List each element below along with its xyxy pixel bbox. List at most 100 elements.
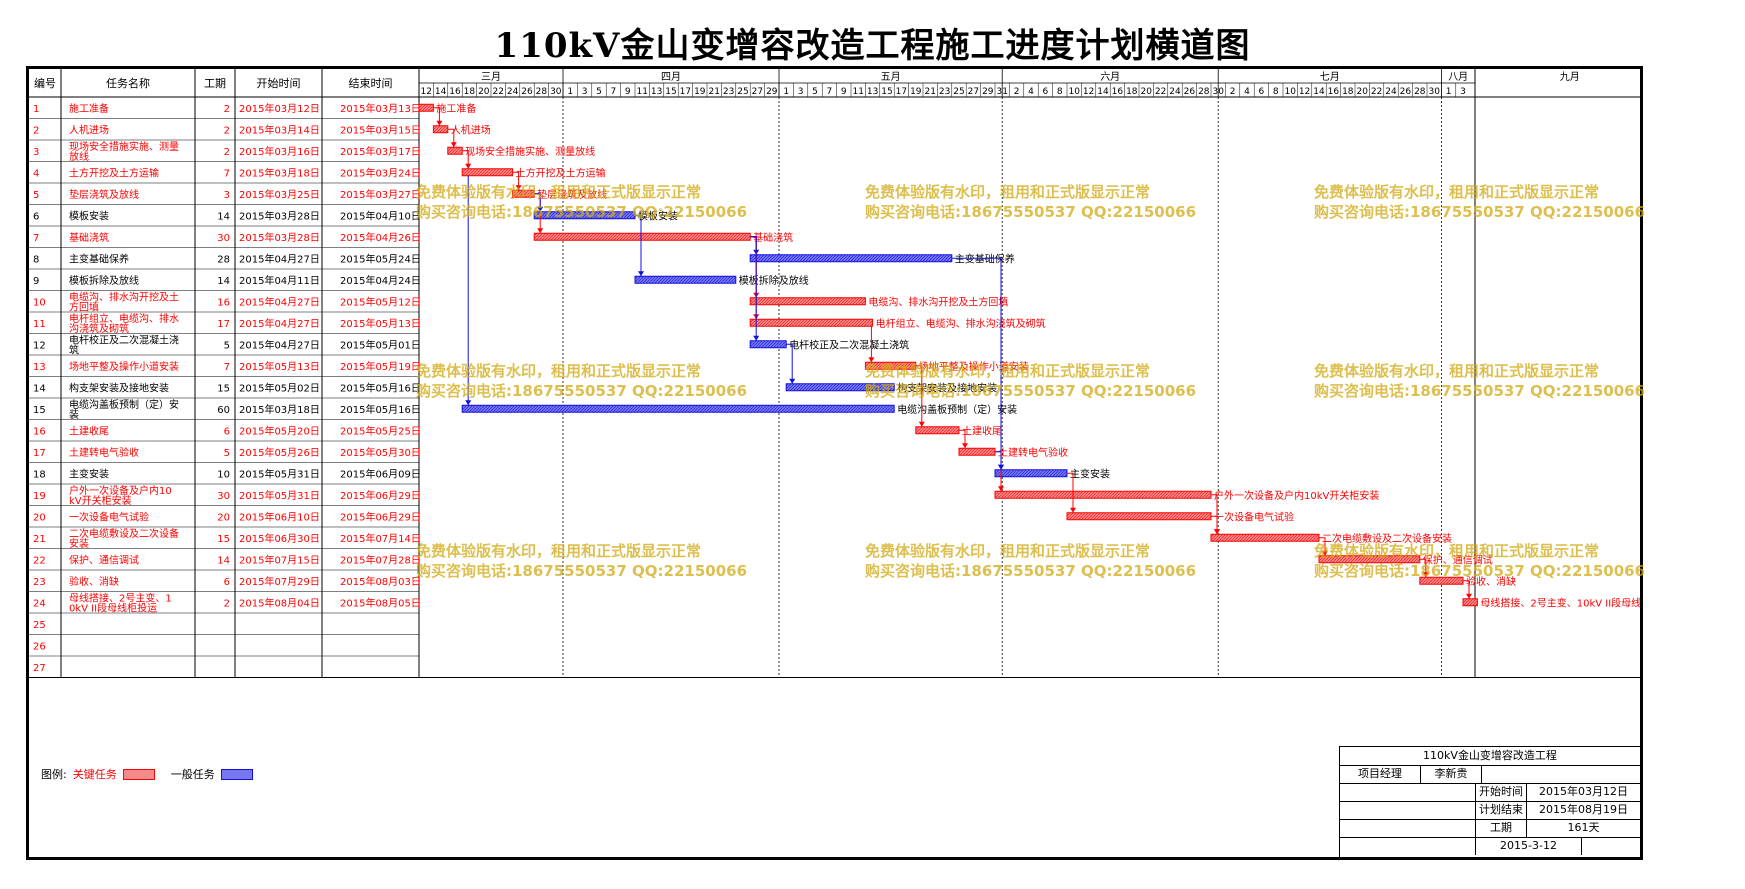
- task-name: 模板拆除及放线: [69, 274, 139, 287]
- task-bar-label: 模板安装: [638, 209, 678, 222]
- day-label: 2: [1230, 87, 1236, 97]
- task-name: 模板安装: [69, 209, 109, 222]
- task-name: 场地平整及操作小道安装: [69, 360, 179, 373]
- info-row-date: 2015-3-12: [1340, 837, 1640, 855]
- dependency-arrow: [537, 228, 544, 234]
- task-bar-label: 二次电缆敷设及二次设备安装: [1322, 532, 1452, 545]
- day-label: 1: [783, 87, 789, 97]
- info-row-duration: 工期 161天: [1340, 819, 1640, 838]
- task-bar-label: 土方开挖及土方运输: [516, 166, 606, 179]
- task-id: 19: [33, 491, 46, 502]
- table-header-name: 任务名称: [106, 76, 150, 90]
- day-label: 5: [812, 87, 818, 97]
- day-label: 26: [1184, 87, 1196, 97]
- task-start: 2015年03月12日: [239, 102, 320, 115]
- task-duration: 5: [224, 340, 230, 351]
- task-end: 2015年05月19日: [340, 360, 421, 373]
- day-label: 7: [611, 87, 617, 97]
- dependency-link: [1319, 537, 1326, 556]
- critical-task-bar: [1318, 555, 1421, 564]
- task-duration: 10: [217, 469, 230, 480]
- day-label: 25: [737, 87, 748, 97]
- task-id: 5: [33, 190, 39, 201]
- normal-task-bar: [634, 275, 737, 284]
- day-label: 31: [996, 87, 1007, 97]
- day-label: 9: [625, 87, 631, 97]
- dependency-arrow: [436, 120, 443, 126]
- dependency-arrow: [465, 400, 472, 406]
- task-duration: 6: [224, 426, 230, 437]
- task-id: 3: [33, 147, 39, 158]
- dependency-arrow: [515, 185, 522, 191]
- day-label: 18: [464, 87, 476, 97]
- day-label: 11: [636, 87, 647, 97]
- day-label: 14: [1313, 87, 1325, 97]
- task-id: 15: [33, 405, 46, 416]
- task-end: 2015年04月10日: [340, 209, 421, 222]
- task-start: 2015年05月31日: [239, 489, 320, 502]
- info-row-start: 开始时间 2015年03月12日: [1340, 783, 1640, 802]
- day-label: 21: [708, 87, 719, 97]
- day-label: 25: [953, 87, 964, 97]
- info-end-label: 计划结束: [1475, 801, 1527, 819]
- day-label: 30: [550, 87, 562, 97]
- dependency-link: [635, 214, 642, 277]
- month-label: 八月: [1448, 71, 1468, 83]
- task-bar-label: 土建收尾: [962, 424, 1002, 437]
- day-label: 17: [680, 87, 691, 97]
- month-label: 三月: [481, 71, 501, 83]
- task-id: 18: [33, 469, 46, 480]
- critical-task-bar: [749, 297, 866, 306]
- task-name: 人机进场: [69, 123, 109, 136]
- task-name: 方回填: [69, 300, 99, 313]
- critical-task-bar: [1419, 576, 1464, 585]
- normal-task-bar: [785, 383, 895, 392]
- dependency-link: [750, 236, 757, 341]
- task-name: kV开关柜安装: [69, 494, 132, 507]
- month-label: 九月: [1560, 71, 1580, 83]
- month-label: 六月: [1100, 71, 1120, 83]
- task-duration: 7: [224, 168, 230, 179]
- task-bar-label: 电杆校正及二次混凝土浇筑: [789, 338, 909, 351]
- task-duration: 17: [217, 319, 230, 330]
- task-start: 2015年04月27日: [239, 317, 320, 330]
- task-bar-label: 母线搭接、2号主变、10kV II段母线柜投运: [1480, 596, 1640, 609]
- day-label: 4: [1244, 87, 1250, 97]
- task-id: 10: [33, 297, 46, 308]
- task-start: 2015年06月30日: [239, 532, 320, 545]
- task-duration: 20: [217, 512, 230, 523]
- page-title: 110kV金山变增容改造工程施工进度计划横道图: [494, 26, 1251, 66]
- task-name: 0kV II段母线柜投运: [69, 601, 157, 614]
- legend: 图例: 关键任务 一般任务: [41, 766, 253, 782]
- task-name: 沟浇筑及砌筑: [69, 322, 129, 335]
- task-name: 电杆校正及二次混凝土浇: [69, 333, 179, 346]
- task-id: 6: [33, 211, 39, 222]
- info-row-end: 计划结束 2015年08月19日: [1340, 801, 1640, 820]
- day-label: 29: [766, 87, 778, 97]
- task-bar-label: 土建转电气验收: [998, 446, 1068, 459]
- task-start: 2015年03月28日: [239, 209, 320, 222]
- task-end: 2015年05月24日: [340, 252, 421, 265]
- task-end: 2015年05月30日: [340, 446, 421, 459]
- day-label: 24: [507, 87, 519, 97]
- table-header-end: 结束时间: [349, 77, 393, 90]
- task-name: 验收、消缺: [69, 575, 119, 588]
- task-end: 2015年08月03日: [340, 575, 421, 588]
- task-name: 安装: [69, 537, 89, 550]
- dependency-arrow: [1322, 550, 1328, 556]
- legend-label: 图例:: [41, 768, 67, 781]
- dependency-link: [1419, 558, 1427, 578]
- task-end: 2015年07月28日: [340, 553, 421, 566]
- critical-task-bar: [864, 361, 917, 370]
- info-project: 110kV金山变增容改造工程: [1423, 749, 1557, 762]
- dependency-arrow: [998, 486, 1004, 492]
- critical-task-bar: [418, 103, 434, 112]
- task-end: 2015年04月24日: [340, 274, 421, 287]
- normal-task-bar: [994, 469, 1068, 478]
- task-id: 8: [33, 254, 39, 265]
- task-name: 土建收尾: [69, 424, 109, 437]
- task-bar-label: 一次设备电气试验: [1214, 510, 1294, 523]
- info-date: 2015-3-12: [1475, 837, 1582, 855]
- task-id: 4: [33, 168, 39, 179]
- task-id: 12: [33, 340, 46, 351]
